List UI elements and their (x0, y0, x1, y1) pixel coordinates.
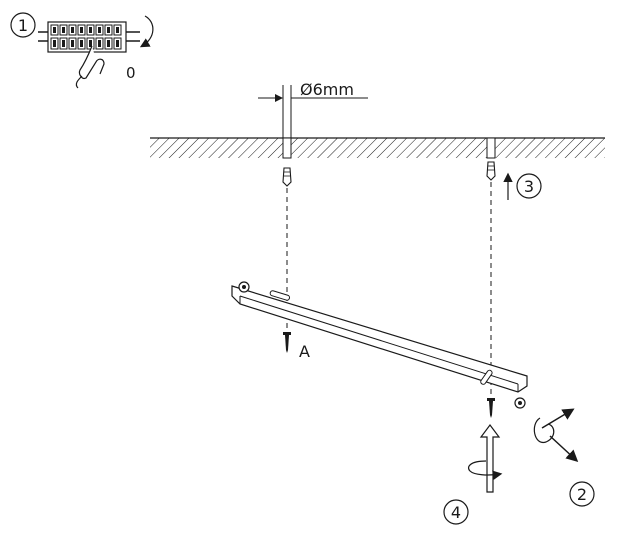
step4-circle (443, 499, 469, 525)
step1-number: 1 (18, 16, 28, 35)
drill-hole-right (486, 137, 496, 159)
wall-plug-right-icon (486, 161, 496, 181)
rotate-arrow-icon (533, 417, 555, 443)
ceiling (150, 137, 605, 159)
switch-off-label: 0 (126, 64, 136, 82)
step3-number: 3 (524, 177, 534, 196)
mounting-bracket (231, 281, 528, 409)
step2-number: 2 (577, 485, 587, 504)
step1-circle (10, 12, 36, 38)
adjust-arrow-up-icon (541, 408, 575, 429)
step4-group: 4 (443, 424, 503, 525)
step2-circle (569, 481, 595, 507)
turn-off-arrow-icon (139, 15, 154, 48)
bracket-slot-right (480, 369, 493, 385)
breaker-panel-icon (38, 21, 140, 53)
step4-number: 4 (451, 503, 461, 522)
ceiling-hatch (150, 138, 605, 158)
step3-group: 3 (503, 172, 542, 200)
rotate-screw-icon (467, 460, 503, 480)
screw-right-icon (487, 398, 495, 418)
drill-diameter-label: Ø6mm (300, 80, 354, 99)
screw-up-arrow-icon (479, 424, 501, 493)
screw-left-icon (283, 332, 291, 353)
step2-group: 2 (533, 408, 595, 507)
diameter-dimension: Ø6mm (258, 80, 368, 138)
screw-label: A (299, 342, 310, 361)
hand-icon (78, 45, 105, 79)
bracket-slot-left (269, 290, 291, 301)
wall-plug-left-icon (282, 167, 292, 187)
adjust-arrow-down-icon (549, 435, 579, 463)
drill-hole-left (282, 137, 292, 159)
step3-circle (516, 173, 542, 199)
step1-group: 1 (10, 12, 154, 89)
